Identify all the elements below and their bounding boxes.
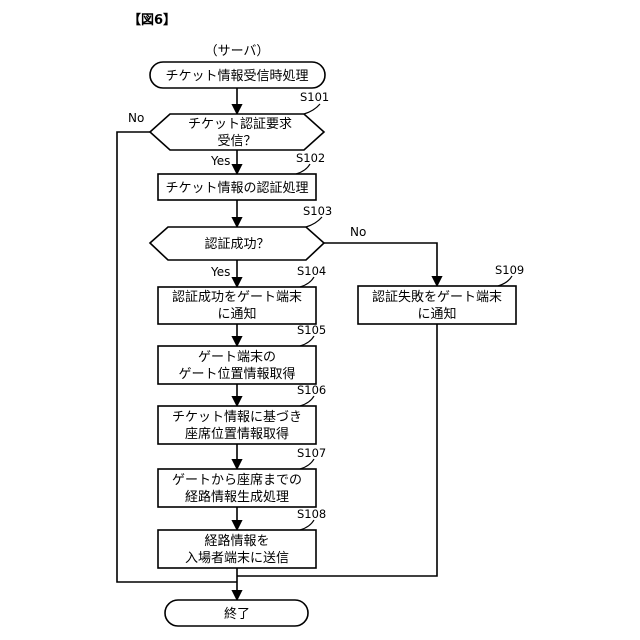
node-s102-text: チケット情報の認証処理 [165,180,308,196]
step-id-s107: S107 [297,446,326,460]
node-s108-line1: 経路情報を [204,533,269,549]
branch-s101-no: No [128,111,144,125]
node-s109-line1: 認証失敗をゲート端末 [372,289,502,305]
node-end-text: 終了 [224,606,250,622]
node-s108-line2: 入場者端末に送信 [185,551,289,566]
figure-label: 【図6】 [128,12,176,28]
node-start: チケット情報受信時処理 [150,62,325,88]
node-start-text: チケット情報受信時処理 [165,69,308,84]
node-s104: 認証成功をゲート端末 に通知 [158,287,316,324]
node-s104-line1: 認証成功をゲート端末 [172,289,302,305]
step-id-s101: S101 [300,90,329,104]
node-s103-text: 認証成功？ [204,236,269,252]
actor-label: （サーバ） [205,44,270,59]
node-s106-line1: チケット情報に基づき [172,410,302,425]
step-id-s108: S108 [297,507,326,521]
node-s101-line2: 受信？ [217,134,256,149]
node-s105-line1: ゲート端末の [198,350,276,365]
node-s106: チケット情報に基づき 座席位置情報取得 [158,406,316,444]
branch-s103-no: No [350,225,366,239]
step-id-s102: S102 [296,151,325,165]
step-id-s106: S106 [297,383,326,397]
node-s107-line2: 経路情報生成処理 [185,489,289,505]
branch-s103-yes: Yes [210,265,230,279]
node-s104-line2: に通知 [217,306,256,322]
node-s109-line2: に通知 [417,306,456,322]
node-s107-line1: ゲートから座席までの [172,472,302,488]
step-id-s103: S103 [303,204,332,218]
node-s102: チケット情報の認証処理 [158,174,316,200]
step-id-s104: S104 [297,264,326,278]
node-s101-line1: チケット認証要求 [188,116,292,132]
edges [117,88,437,600]
node-s109: 認証失敗をゲート端末 に通知 [358,286,516,324]
step-id-s109: S109 [495,263,524,277]
node-s105: ゲート端末の ゲート位置情報取得 [158,346,316,384]
branch-s101-yes: Yes [210,154,230,168]
node-s108: 経路情報を 入場者端末に送信 [158,530,316,568]
node-s105-line2: ゲート位置情報取得 [178,366,295,382]
node-end: 終了 [165,600,308,626]
edge-s103-no [324,243,437,286]
node-s103: 認証成功？ [150,227,324,260]
node-s106-line2: 座席位置情報取得 [185,426,289,442]
node-s101: チケット認証要求 受信？ [150,114,324,150]
node-s107: ゲートから座席までの 経路情報生成処理 [158,469,316,507]
step-id-s105: S105 [297,323,326,337]
